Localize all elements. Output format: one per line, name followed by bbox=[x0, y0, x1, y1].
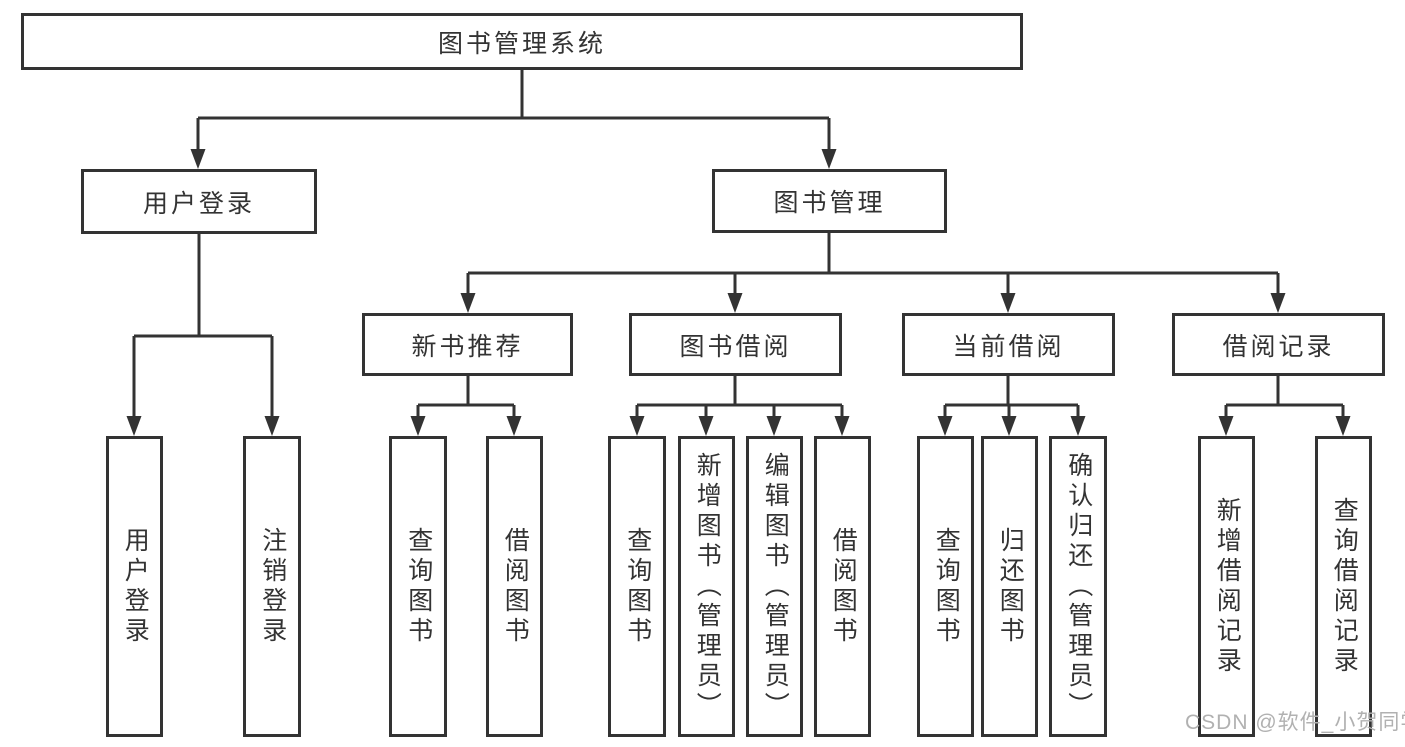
node-label: 借阅图书 bbox=[501, 526, 530, 647]
node-add-borrow-record: 新增借阅记录 bbox=[1198, 436, 1255, 737]
node-book-management: 图书管理 bbox=[712, 169, 947, 233]
node-label: 编辑图书（管理员） bbox=[761, 451, 790, 722]
connector-current-borrow-children bbox=[943, 376, 1080, 419]
node-add-books-admin: 新增图书（管理员） bbox=[678, 436, 735, 737]
connector-borrow-records-children bbox=[1224, 376, 1345, 419]
node-label: 查询图书 bbox=[932, 526, 961, 647]
node-user-login-leaf: 用户登录 bbox=[106, 436, 163, 737]
node-borrow-books-recommend: 借阅图书 bbox=[486, 436, 543, 737]
node-query-books-recommend: 查询图书 bbox=[389, 436, 447, 737]
connector-root-to-level2 bbox=[196, 70, 831, 152]
connector-new-book-children bbox=[416, 376, 516, 419]
node-label: 注销登录 bbox=[258, 526, 287, 647]
node-label: 用户登录 bbox=[121, 526, 150, 647]
connector-book-management-children bbox=[466, 233, 1280, 296]
node-book-borrow: 图书借阅 bbox=[629, 313, 842, 376]
node-label: 归还图书 bbox=[996, 526, 1025, 647]
node-new-book-recommend: 新书推荐 bbox=[362, 313, 573, 376]
node-label: 确认归还（管理员） bbox=[1064, 451, 1093, 722]
node-borrow-records: 借阅记录 bbox=[1172, 313, 1385, 376]
node-label: 查询图书 bbox=[404, 526, 433, 647]
node-query-books-current: 查询图书 bbox=[917, 436, 974, 737]
node-label: 新增借阅记录 bbox=[1213, 496, 1242, 677]
node-current-borrow: 当前借阅 bbox=[902, 313, 1115, 376]
node-borrow-books: 借阅图书 bbox=[814, 436, 871, 737]
connector-book-borrow-children bbox=[635, 376, 844, 419]
node-edit-books-admin: 编辑图书（管理员） bbox=[746, 436, 803, 737]
node-logout: 注销登录 bbox=[243, 436, 301, 737]
node-label: 新增图书（管理员） bbox=[693, 451, 722, 722]
connector-user-login-children bbox=[132, 234, 274, 419]
node-query-books-borrow: 查询图书 bbox=[608, 436, 666, 737]
node-confirm-return-admin: 确认归还（管理员） bbox=[1049, 436, 1107, 737]
node-label: 查询借阅记录 bbox=[1330, 496, 1359, 677]
node-return-books: 归还图书 bbox=[981, 436, 1038, 737]
node-user-login: 用户登录 bbox=[81, 169, 317, 234]
node-query-borrow-record: 查询借阅记录 bbox=[1315, 436, 1372, 737]
node-root-library-management-system: 图书管理系统 bbox=[21, 13, 1023, 70]
watermark: CSDN @软件_小贺同学 bbox=[1185, 711, 1405, 734]
node-label: 借阅图书 bbox=[829, 526, 858, 647]
node-label: 查询图书 bbox=[623, 526, 652, 647]
arrowheads bbox=[126, 149, 1351, 436]
